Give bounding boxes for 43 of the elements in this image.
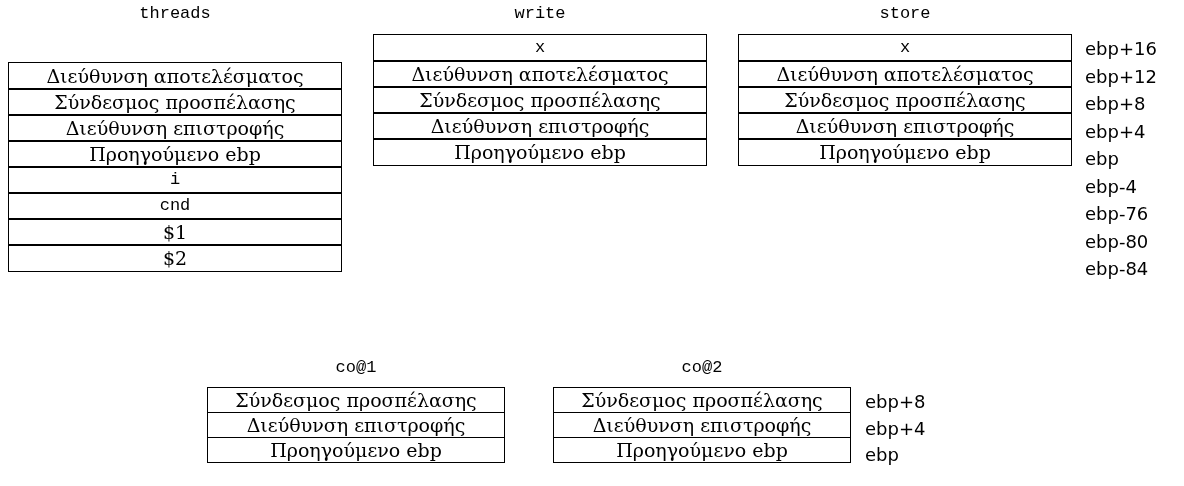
frame-heading: threads [138, 4, 212, 23]
stack-slot-cell: Διεύθυνση επιστροφής [207, 411, 505, 439]
stack-slot-cell: i [8, 166, 342, 194]
stack-frame-table [553, 358, 851, 466]
offset-label: ebp+4 [865, 417, 926, 439]
offset-label: ebp+8 [1085, 92, 1146, 114]
stack-slot-cell: Προηγούμενο ebp [373, 138, 707, 166]
stack-slot-cell: Διεύθυνση επιστροφής [8, 114, 342, 142]
stack-slot-cell: Σύνδεσμος προσπέλασης [207, 387, 505, 414]
offset-label: ebp-84 [1085, 257, 1149, 279]
stack-slot-cell: Διεύθυνση επιστροφής [373, 112, 707, 140]
frame-heading: write [513, 4, 567, 23]
stack-slot-cell: Σύνδεσμος προσπέλασης [373, 86, 707, 114]
stack-slot-cell: x [373, 34, 707, 62]
frame-heading: store [878, 4, 932, 23]
stack-slot-cell: Προηγούμενο ebp [553, 436, 851, 463]
stack-slot-cell: x [738, 34, 1072, 62]
offset-label: ebp-4 [1085, 175, 1137, 197]
stack-slot-cell: Σύνδεσμος προσπέλασης [738, 86, 1072, 114]
stack-slot-cell: Προηγούμενο ebp [207, 436, 505, 463]
stack-slot-cell: Διεύθυνση αποτελέσματος [738, 60, 1072, 88]
offset-label: ebp+8 [865, 390, 926, 412]
stack-slot-cell: Προηγούμενο ebp [738, 138, 1072, 166]
frame-heading: co@2 [680, 358, 724, 377]
offset-label: ebp [865, 443, 899, 465]
offset-label: ebp+16 [1085, 37, 1157, 59]
stack-slot-cell: Διεύθυνση αποτελέσματος [8, 62, 342, 90]
stack-slot-cell: $2 [8, 244, 342, 272]
stack-slot-cell: Διεύθυνση αποτελέσματος [373, 60, 707, 88]
offset-label: ebp+12 [1085, 65, 1157, 87]
stack-slot-cell: Σύνδεσμος προσπέλασης [8, 88, 342, 116]
offset-label: ebp+4 [1085, 120, 1146, 142]
offset-label: ebp-76 [1085, 202, 1149, 224]
stack-slot-cell: Σύνδεσμος προσπέλασης [553, 387, 851, 414]
frame-heading: co@1 [334, 358, 378, 377]
offset-label: ebp-80 [1085, 230, 1149, 252]
stack-slot-cell: Διεύθυνση επιστροφής [738, 112, 1072, 140]
stack-slot-cell: Διεύθυνση επιστροφής [553, 411, 851, 439]
stack-slot-cell: Προηγούμενο ebp [8, 140, 342, 168]
stack-frame-table [207, 358, 505, 466]
stack-slot-cell: $1 [8, 218, 342, 246]
stack-slot-cell: cnd [8, 192, 342, 220]
offset-label: ebp [1085, 147, 1119, 169]
